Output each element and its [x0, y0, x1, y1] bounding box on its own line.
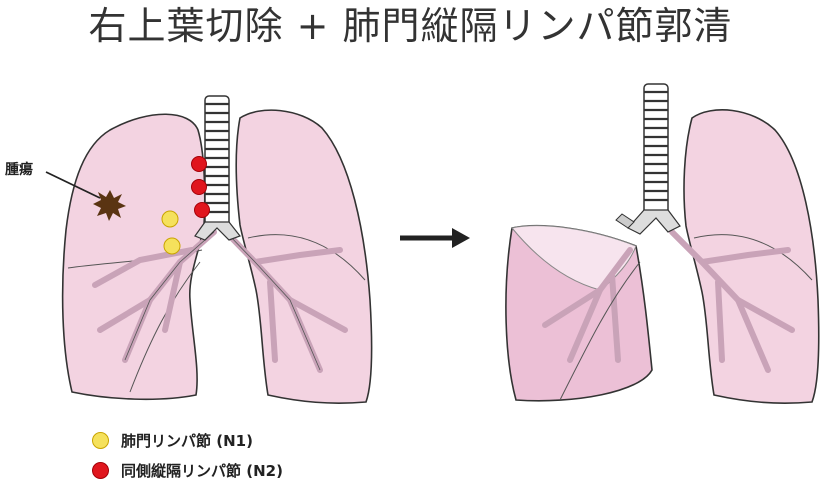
resected-upper-lobe	[511, 225, 637, 291]
left-lung-fissure	[247, 234, 366, 281]
legend-label: 同側縦隔リンパ節 (N2)	[121, 461, 283, 480]
preop-lungs: 腫瘍	[5, 95, 373, 404]
red-node-icon	[92, 461, 109, 479]
mediastinal-node	[194, 202, 210, 218]
mediastinal-node	[191, 179, 207, 195]
legend: 肺門リンパ節 (N1) 同側縦隔リンパ節 (N2)	[92, 425, 283, 485]
tumor-icon	[93, 190, 126, 221]
right-lung-fissure	[559, 261, 641, 401]
legend-label: 肺門リンパ節 (N1)	[121, 431, 253, 450]
postop-lungs	[505, 83, 820, 404]
mediastinal-node	[191, 156, 207, 172]
trachea	[194, 95, 241, 241]
trachea	[615, 83, 681, 235]
yellow-node-icon	[92, 431, 109, 449]
hilar-node	[163, 237, 181, 255]
left-lung-fissure	[693, 234, 813, 281]
arrow-icon	[400, 228, 470, 248]
tumor-label: 腫瘍	[5, 161, 33, 178]
right-lung-fissure-oblique	[129, 261, 201, 393]
legend-item-hilar: 肺門リンパ節 (N1)	[92, 425, 283, 455]
hilar-node	[161, 210, 179, 228]
tumor-callout-line	[45, 171, 101, 199]
legend-item-mediastinal: 同側縦隔リンパ節 (N2)	[92, 455, 283, 485]
page-title: 右上葉切除 + 肺門縦隔リンパ節郭清	[88, 4, 733, 48]
